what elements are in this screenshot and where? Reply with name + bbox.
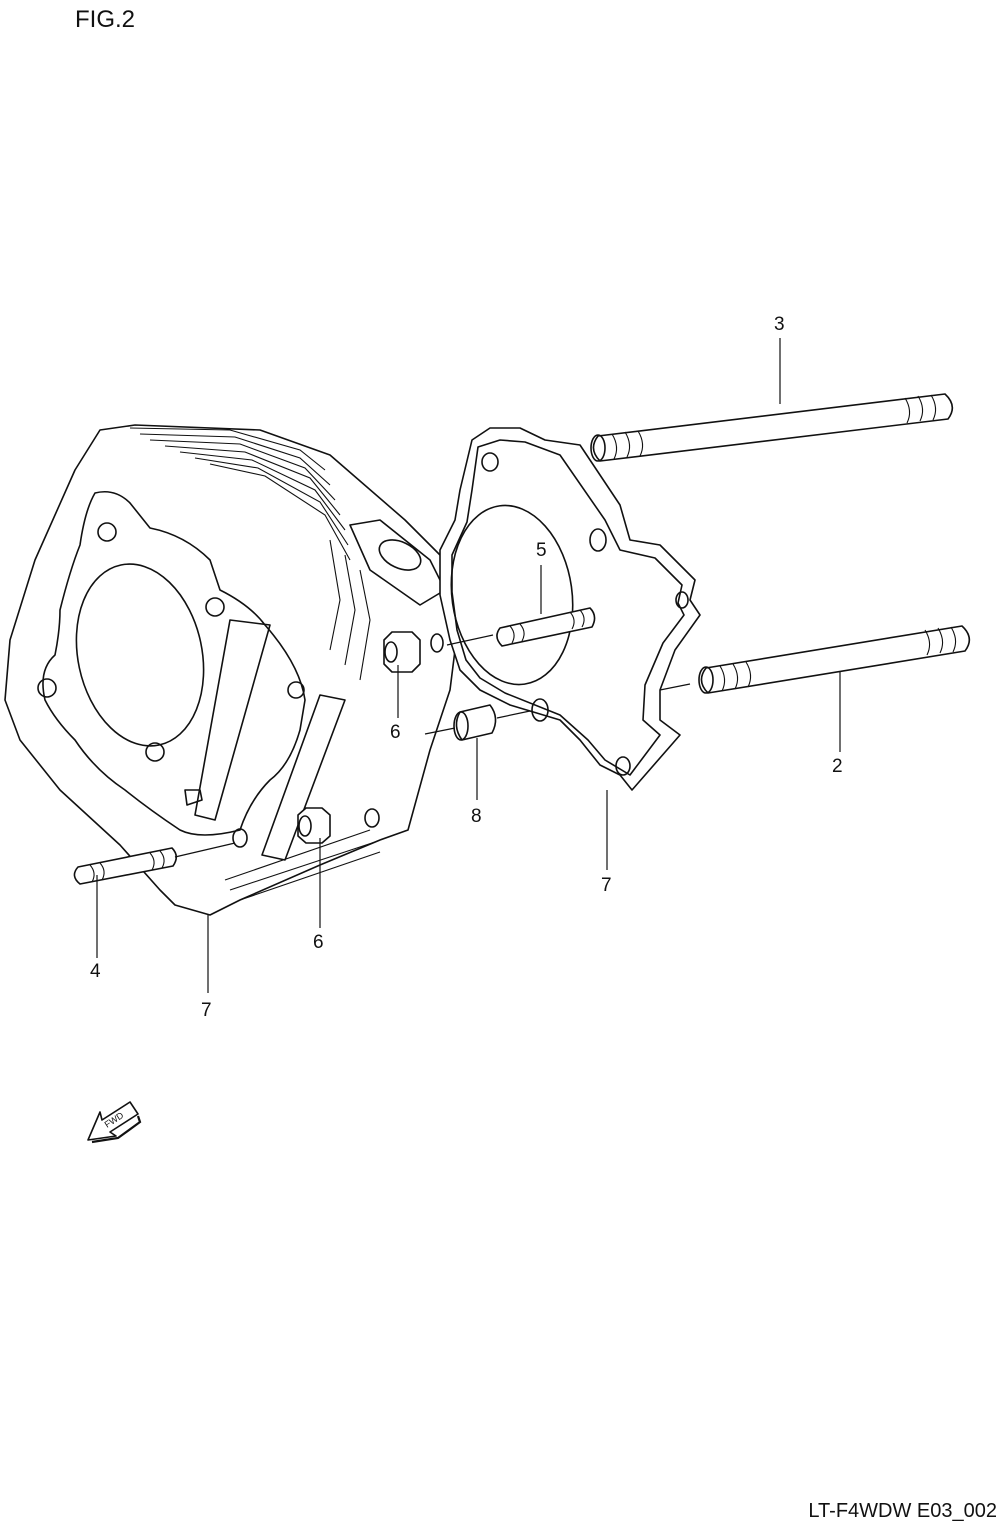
callout-7a: 7 <box>601 875 612 896</box>
callout-5: 5 <box>536 540 547 561</box>
stud-bolt-short-upper <box>446 607 596 647</box>
stud-bolt-long-lower <box>659 625 971 694</box>
dowel-nut-lower <box>297 807 331 844</box>
stud-bolt-short-lower <box>73 842 236 885</box>
callout-4: 4 <box>90 961 101 982</box>
cylinder <box>4 424 461 916</box>
dowel-pin <box>424 704 531 741</box>
callout-2: 2 <box>832 756 843 777</box>
callout-8: 8 <box>471 806 482 827</box>
callout-3: 3 <box>774 314 785 335</box>
callout-6b: 6 <box>313 932 324 953</box>
leader-lines <box>96 338 841 993</box>
dowel-nut-upper <box>383 631 421 673</box>
callout-6a: 6 <box>390 722 401 743</box>
drawing-code: LT-F4WDW E03_002 <box>808 1500 997 1522</box>
figure-title: FIG.2 <box>75 6 135 33</box>
cylinder-gasket <box>439 427 701 791</box>
forward-direction-arrow-icon: FWD <box>87 1101 142 1144</box>
stud-bolt-long-upper <box>590 393 954 462</box>
callout-7b: 7 <box>201 1000 212 1021</box>
